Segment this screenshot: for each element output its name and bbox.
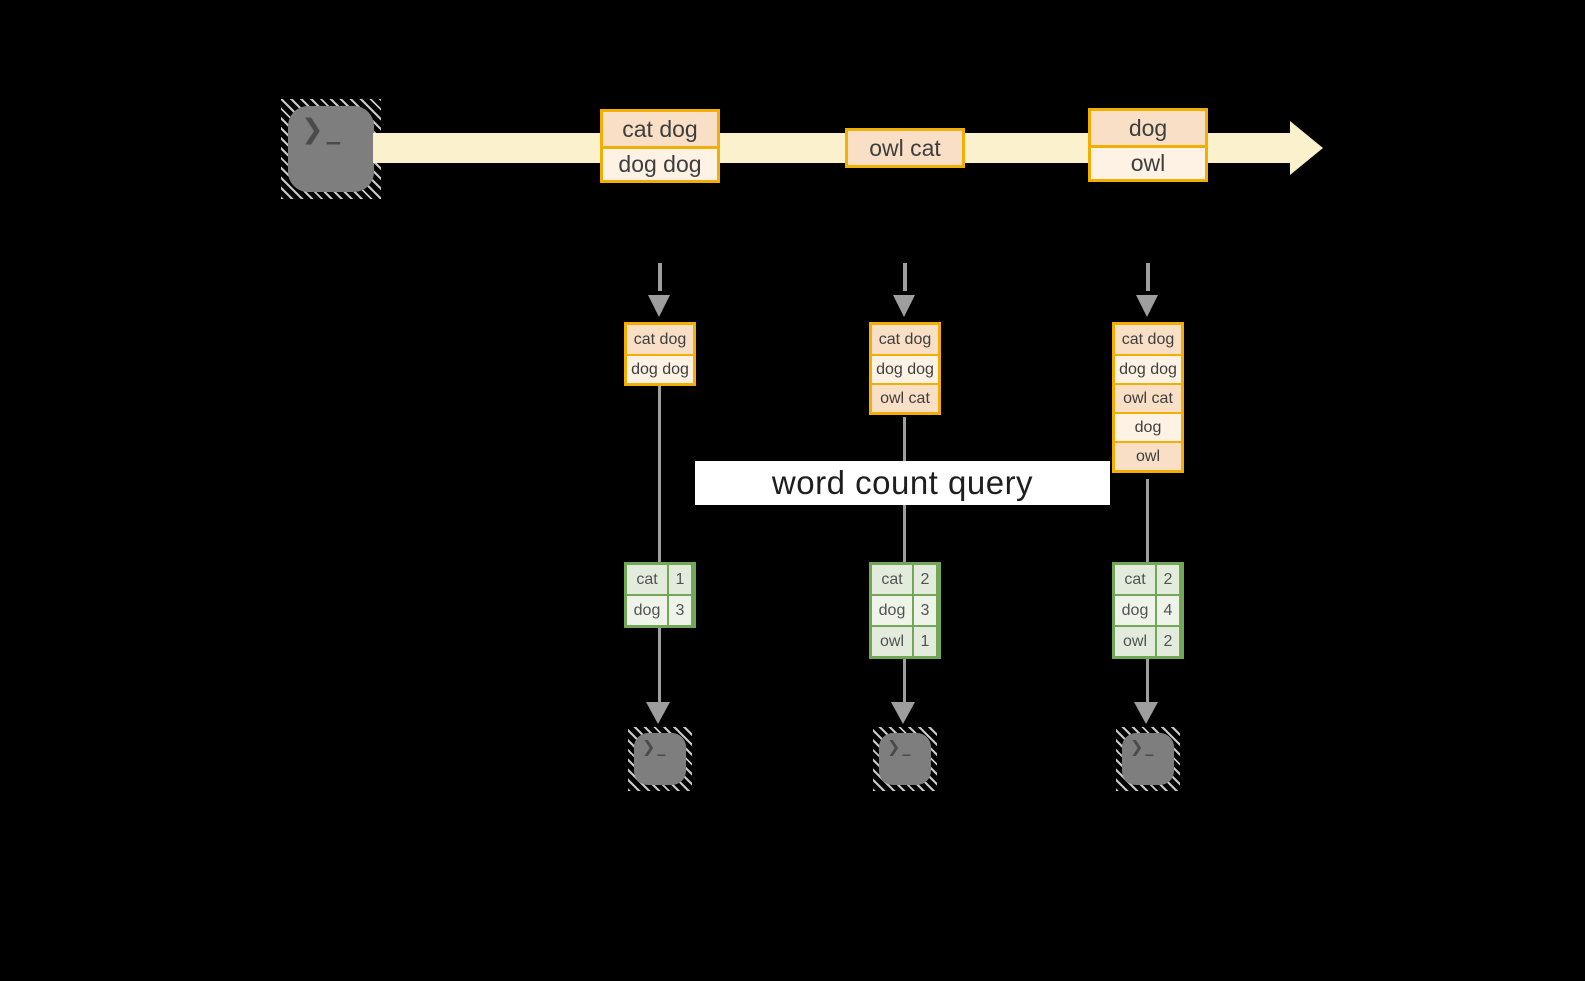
count-cell: 2	[1157, 565, 1179, 594]
record-row: cat dog	[603, 112, 717, 146]
count-cell: 1	[669, 565, 691, 594]
terminal-body: ❯_	[879, 733, 931, 785]
dashed-arrowhead-icon	[1136, 295, 1158, 317]
record-row: dog	[1115, 412, 1181, 441]
terminal-prompt-icon: ❯_	[301, 114, 344, 145]
sink-terminal-icon: ❯_	[1116, 727, 1180, 791]
flow-line	[903, 659, 906, 702]
record-row: owl cat	[1115, 383, 1181, 412]
word-cell: owl	[1115, 627, 1157, 656]
table-row: dog 3	[627, 594, 693, 625]
word-cell: owl	[872, 627, 914, 656]
stream-record-box-3: dog owl	[1088, 108, 1208, 182]
word-cell: dog	[1115, 596, 1157, 625]
record-row: dog dog	[603, 146, 717, 180]
count-cell: 3	[914, 596, 936, 625]
terminal-body: ❯_	[288, 106, 374, 192]
record-row: owl cat	[848, 131, 962, 165]
terminal-prompt-icon: ❯_	[887, 737, 913, 756]
word-cell: cat	[872, 565, 914, 594]
flow-line	[658, 386, 661, 562]
word-cell: cat	[627, 565, 669, 594]
dashed-arrowhead-icon	[648, 295, 670, 317]
count-table-2: cat 2 dog 3 owl 1	[869, 562, 941, 659]
table-row: owl 1	[872, 625, 938, 656]
word-cell: dog	[872, 596, 914, 625]
count-table-3: cat 2 dog 4 owl 2	[1112, 562, 1184, 659]
terminal-prompt-icon: ❯_	[1130, 737, 1156, 756]
arrowhead-icon	[1134, 702, 1158, 724]
arrowhead-icon	[646, 702, 670, 724]
stream-arrowhead-icon	[1290, 121, 1323, 175]
table-row: cat 2	[872, 565, 938, 594]
record-row: owl cat	[872, 383, 938, 412]
terminal-prompt-icon: ❯_	[642, 737, 668, 756]
terminal-body: ❯_	[634, 733, 686, 785]
sink-terminal-icon: ❯_	[628, 727, 692, 791]
count-cell: 1	[914, 627, 936, 656]
terminal-body: ❯_	[1122, 733, 1174, 785]
flow-line	[658, 628, 661, 702]
record-stack-3: cat dog dog dog owl cat dog owl	[1112, 322, 1184, 473]
count-cell: 4	[1157, 596, 1179, 625]
table-row: owl 2	[1115, 625, 1181, 656]
table-row: dog 3	[872, 594, 938, 625]
flow-line	[1146, 479, 1149, 562]
record-row: dog	[1091, 111, 1205, 145]
record-row: dog dog	[872, 354, 938, 383]
table-row: dog 4	[1115, 594, 1181, 625]
count-table-1: cat 1 dog 3	[624, 562, 696, 628]
table-row: cat 2	[1115, 565, 1181, 594]
count-cell: 2	[1157, 627, 1179, 656]
record-stack-2: cat dog dog dog owl cat	[869, 322, 941, 415]
banner-label: word count query	[771, 464, 1034, 501]
word-count-query-banner: word count query	[695, 461, 1110, 505]
record-row: cat dog	[627, 325, 693, 354]
dashed-arrow-line	[903, 263, 907, 291]
table-row: cat 1	[627, 565, 693, 594]
source-terminal-icon: ❯_	[281, 99, 381, 199]
record-stack-1: cat dog dog dog	[624, 322, 696, 386]
dashed-arrowhead-icon	[893, 295, 915, 317]
record-row: dog dog	[627, 354, 693, 383]
count-cell: 2	[914, 565, 936, 594]
flow-line	[1146, 659, 1149, 702]
record-row: dog dog	[1115, 354, 1181, 383]
word-cell: dog	[627, 596, 669, 625]
sink-terminal-icon: ❯_	[873, 727, 937, 791]
stream-record-box-2: owl cat	[845, 128, 965, 168]
record-row: cat dog	[1115, 325, 1181, 354]
count-cell: 3	[669, 596, 691, 625]
record-row: cat dog	[872, 325, 938, 354]
word-cell: cat	[1115, 565, 1157, 594]
dashed-arrow-line	[1146, 263, 1150, 291]
record-row: owl	[1115, 441, 1181, 470]
record-row: owl	[1091, 145, 1205, 179]
arrowhead-icon	[891, 702, 915, 724]
stream-record-box-1: cat dog dog dog	[600, 109, 720, 183]
dashed-arrow-line	[658, 263, 662, 291]
